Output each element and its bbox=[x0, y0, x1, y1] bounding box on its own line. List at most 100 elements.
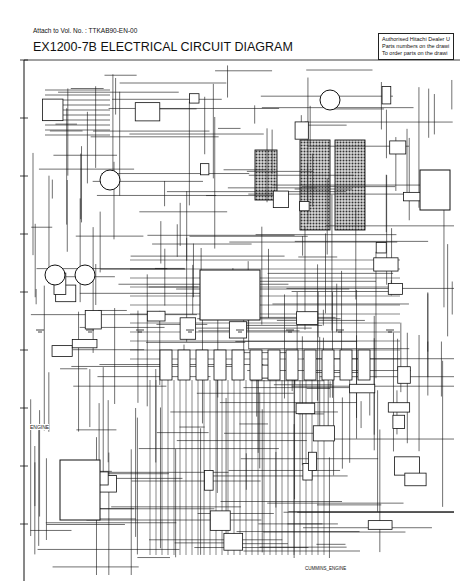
wire bbox=[146, 342, 245, 343]
component-box bbox=[43, 99, 63, 121]
wire bbox=[262, 107, 414, 108]
label-text: Attach to Vol. No. : TTKAB90-EN-00 bbox=[33, 27, 137, 34]
wire bbox=[298, 256, 337, 257]
wire bbox=[135, 408, 136, 537]
bus-wire bbox=[150, 380, 151, 555]
component-box bbox=[395, 457, 420, 475]
motor-symbol bbox=[100, 170, 120, 190]
component-box bbox=[309, 452, 317, 470]
wire bbox=[261, 227, 262, 325]
component-box bbox=[295, 122, 308, 139]
wire bbox=[447, 244, 448, 336]
wire bbox=[277, 320, 365, 321]
bus-wire bbox=[234, 380, 235, 555]
wire bbox=[36, 289, 37, 304]
component-box bbox=[229, 322, 246, 338]
wire bbox=[397, 339, 398, 371]
wire bbox=[76, 429, 116, 430]
wire bbox=[369, 393, 370, 415]
frame-tick bbox=[20, 118, 28, 119]
wire bbox=[204, 97, 205, 154]
wire bbox=[147, 235, 294, 236]
component-box bbox=[300, 201, 310, 210]
bus-wire bbox=[168, 380, 169, 555]
wire bbox=[284, 294, 285, 398]
wire bbox=[316, 544, 345, 545]
bus-wire bbox=[258, 380, 259, 555]
wire bbox=[78, 312, 79, 432]
wire bbox=[111, 506, 241, 507]
ground-symbol bbox=[188, 332, 192, 333]
wire bbox=[120, 83, 227, 84]
relay-symbol bbox=[358, 350, 370, 380]
wire bbox=[52, 180, 53, 199]
wire bbox=[284, 512, 454, 513]
component-box bbox=[313, 426, 334, 441]
wire bbox=[46, 522, 177, 523]
component-box bbox=[374, 258, 398, 271]
wire bbox=[256, 376, 257, 417]
ground-symbol bbox=[288, 332, 292, 333]
component-box bbox=[296, 403, 315, 413]
wire bbox=[160, 407, 161, 548]
ground-symbol bbox=[38, 332, 42, 333]
wire bbox=[287, 523, 337, 524]
harness-wire bbox=[45, 95, 110, 96]
wire bbox=[160, 221, 161, 263]
wire bbox=[129, 134, 263, 135]
relay-symbol bbox=[214, 350, 226, 380]
component-box bbox=[398, 367, 411, 384]
wire bbox=[164, 249, 165, 306]
wire bbox=[229, 242, 397, 243]
wire bbox=[131, 256, 285, 257]
component-box bbox=[190, 94, 199, 103]
wire bbox=[186, 191, 187, 260]
bus-wire bbox=[180, 380, 181, 555]
connector-block bbox=[300, 140, 330, 230]
ground-symbol bbox=[86, 330, 94, 331]
component-box bbox=[72, 340, 97, 348]
wire bbox=[249, 348, 409, 349]
relay-symbol bbox=[250, 350, 262, 380]
wire bbox=[137, 418, 138, 555]
bus-wire bbox=[252, 380, 253, 555]
frame-tick bbox=[20, 408, 28, 409]
wire bbox=[30, 399, 31, 536]
component-box bbox=[376, 243, 386, 253]
wire bbox=[306, 70, 372, 71]
wire bbox=[263, 532, 405, 533]
wire bbox=[207, 475, 347, 476]
wire bbox=[114, 308, 115, 404]
wire bbox=[50, 130, 83, 131]
wire bbox=[97, 195, 216, 196]
wire bbox=[147, 274, 148, 406]
relay-symbol bbox=[268, 350, 280, 380]
wire bbox=[80, 154, 81, 220]
bus-wire bbox=[198, 380, 199, 555]
component-box bbox=[180, 318, 196, 339]
component-box bbox=[297, 312, 318, 325]
bus-wire bbox=[288, 380, 289, 555]
relay-symbol bbox=[286, 350, 298, 380]
frame-tick bbox=[20, 60, 28, 61]
wire bbox=[361, 401, 362, 428]
bus-wire bbox=[156, 380, 157, 555]
wire bbox=[254, 105, 255, 123]
bus-wire bbox=[130, 332, 400, 333]
wire bbox=[35, 224, 36, 297]
component-box bbox=[390, 141, 406, 154]
frame-tick bbox=[20, 466, 28, 467]
wire bbox=[175, 542, 225, 543]
wire bbox=[428, 89, 429, 138]
harness-wire bbox=[45, 135, 110, 136]
ground-symbol bbox=[238, 332, 242, 333]
wire bbox=[329, 457, 330, 558]
wire bbox=[31, 314, 197, 315]
wire bbox=[302, 236, 303, 256]
relay-symbol bbox=[178, 350, 190, 380]
wire bbox=[332, 292, 333, 398]
harness-wire bbox=[45, 130, 110, 131]
ground-symbol bbox=[338, 332, 342, 333]
wire bbox=[46, 524, 124, 525]
